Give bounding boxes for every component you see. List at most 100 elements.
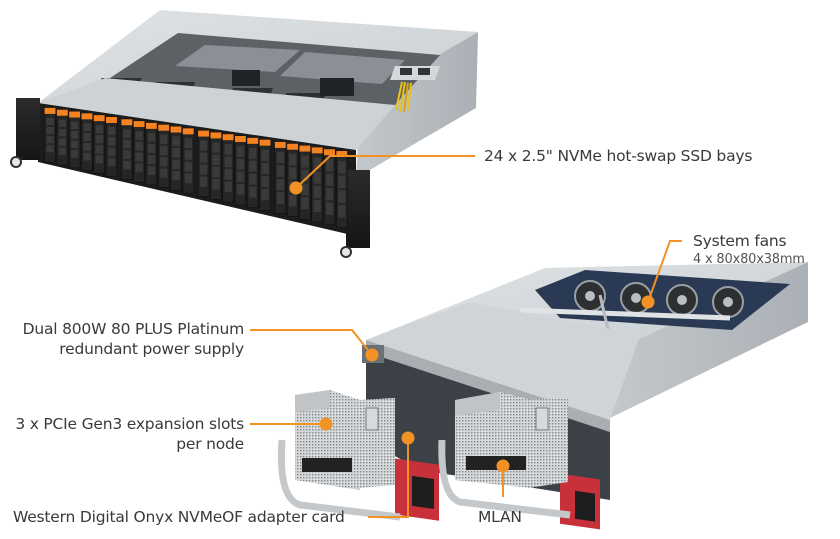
callout-leaders	[250, 155, 682, 518]
ssd-bay[interactable]	[133, 120, 145, 183]
ssd-bay[interactable]	[311, 147, 323, 223]
ssd-bay-vent	[276, 165, 285, 177]
ssd-bay[interactable]	[299, 145, 311, 220]
node-1-handle	[277, 439, 401, 521]
callout-dot-ssd-bays	[289, 181, 303, 195]
ssd-bay-vent	[338, 190, 346, 203]
ssd-bay-vent	[249, 173, 257, 185]
callout-dot-system-fans	[641, 295, 655, 309]
ssd-bay-vent	[95, 145, 103, 154]
ssd-bay[interactable]	[323, 148, 336, 226]
ssd-bay-vent	[224, 181, 232, 193]
ssd-bay-vent	[46, 127, 54, 135]
ssd-bay[interactable]	[246, 137, 259, 208]
callout-adapter-card-text: Western Digital Onyx NVMeOF adapter card	[13, 508, 345, 526]
front-server	[10, 10, 478, 258]
callout-system-fans-detail: 4 x 80x80x38mm	[693, 252, 805, 267]
ssd-bay[interactable]	[157, 124, 170, 189]
ssd-bay[interactable]	[210, 132, 222, 200]
ssd-bay-vent	[172, 147, 180, 158]
callout-power-supply-line2: redundant power supply	[59, 340, 244, 358]
ssd-bay-vent	[95, 135, 103, 144]
ssd-bay[interactable]	[197, 130, 210, 197]
ssd-bay-vent	[338, 204, 346, 218]
ssd-bay-release-tab	[81, 113, 93, 120]
ssd-bay-vent	[261, 162, 269, 174]
ssd-bay-release-tab	[158, 124, 170, 131]
system-fan	[574, 280, 606, 312]
ssd-bay-tray	[105, 116, 118, 177]
ssd-bay-vent	[261, 189, 269, 201]
ssd-bay[interactable]	[121, 118, 133, 180]
ssd-bay-vent	[200, 140, 208, 151]
ssd-bay-vent	[58, 147, 67, 156]
ssd-bay[interactable]	[234, 135, 247, 206]
ssd-bay[interactable]	[286, 143, 299, 217]
ssd-bay-vent	[160, 145, 168, 156]
ssd-bay-vent	[172, 170, 180, 181]
ssd-bay-vent	[276, 178, 285, 191]
ssd-bay-vent	[147, 165, 156, 175]
ssd-bay-vent	[301, 183, 309, 196]
ssd-bay[interactable]	[93, 114, 105, 174]
ssd-bay[interactable]	[170, 126, 182, 191]
ssd-bay-vent	[147, 154, 156, 164]
ssd-bay[interactable]	[68, 111, 81, 169]
ssd-bay-release-tab	[145, 122, 157, 129]
ssd-bay-array	[44, 107, 348, 228]
front-server-right-thumbscrew	[340, 246, 352, 258]
ssd-bay-vent	[200, 176, 208, 187]
callout-ssd-bays-text: 24 x 2.5" NVMe hot-swap SSD bays	[484, 147, 753, 165]
leader-line-adapter-card	[368, 438, 409, 518]
ssd-bay-tray	[93, 114, 105, 174]
ssd-bay-vent	[71, 121, 79, 130]
ssd-bay[interactable]	[182, 128, 195, 194]
ssd-bay[interactable]	[44, 107, 56, 163]
ssd-bay[interactable]	[105, 116, 118, 177]
ssd-bay-vent	[261, 175, 269, 188]
ssd-bay[interactable]	[81, 113, 93, 171]
callout-adapter-card: Western Digital Onyx NVMeOF adapter card	[13, 507, 345, 527]
ssd-bay[interactable]	[336, 150, 348, 228]
ssd-bay-release-tab	[44, 107, 56, 114]
ssd-bay-vent	[58, 129, 67, 137]
ssd-bay[interactable]	[56, 109, 69, 166]
ssd-bay-vent	[236, 171, 245, 183]
callout-dot-pcie-slots	[319, 417, 333, 431]
fan-array	[574, 280, 744, 318]
ssd-bay-vent	[289, 153, 297, 166]
ssd-bay-vent	[95, 125, 103, 134]
ssd-bay-vent	[236, 158, 245, 170]
ssd-bay-vent	[135, 131, 143, 140]
ssd-bay-tray	[170, 126, 182, 191]
callout-power-supply-line1: Dual 800W 80 PLUS Platinum	[22, 320, 245, 338]
ssd-bay[interactable]	[274, 141, 287, 215]
ssd-bay-tray	[133, 120, 145, 183]
ssd-bay-vent	[184, 138, 192, 149]
callout-pcie-slots-line1: 3 x PCIe Gen3 expansion slots	[15, 415, 244, 433]
ssd-bay-tray	[81, 113, 93, 171]
callout-ssd-bays: 24 x 2.5" NVMe hot-swap SSD bays	[484, 146, 752, 166]
ssd-bay-release-tab	[93, 115, 105, 122]
fan-hub	[585, 291, 595, 301]
ssd-bay-release-tab	[182, 128, 194, 135]
ssd-bay-vent	[338, 175, 346, 189]
ssd-bay-release-tab	[121, 119, 133, 126]
ssd-bay-vent	[212, 179, 220, 190]
ssd-bay[interactable]	[222, 133, 234, 203]
ssd-bay-vent	[325, 202, 334, 215]
ssd-bay[interactable]	[145, 122, 158, 186]
mlan-port	[466, 456, 526, 470]
ssd-bay-vent	[313, 199, 321, 212]
ssd-bay-tray	[68, 111, 81, 169]
ssd-bay-vent	[160, 168, 168, 178]
ssd-bay-vent	[261, 149, 269, 161]
ssd-bay-vent	[200, 164, 208, 175]
ssd-bay-vent	[249, 160, 257, 172]
callout-system-fans: System fans 4 x 80x80x38mm	[693, 231, 805, 269]
ssd-bay-release-tab	[336, 151, 348, 158]
ssd-bay-release-tab	[222, 134, 234, 141]
fan-hub	[723, 297, 733, 307]
ssd-bay[interactable]	[259, 139, 271, 211]
